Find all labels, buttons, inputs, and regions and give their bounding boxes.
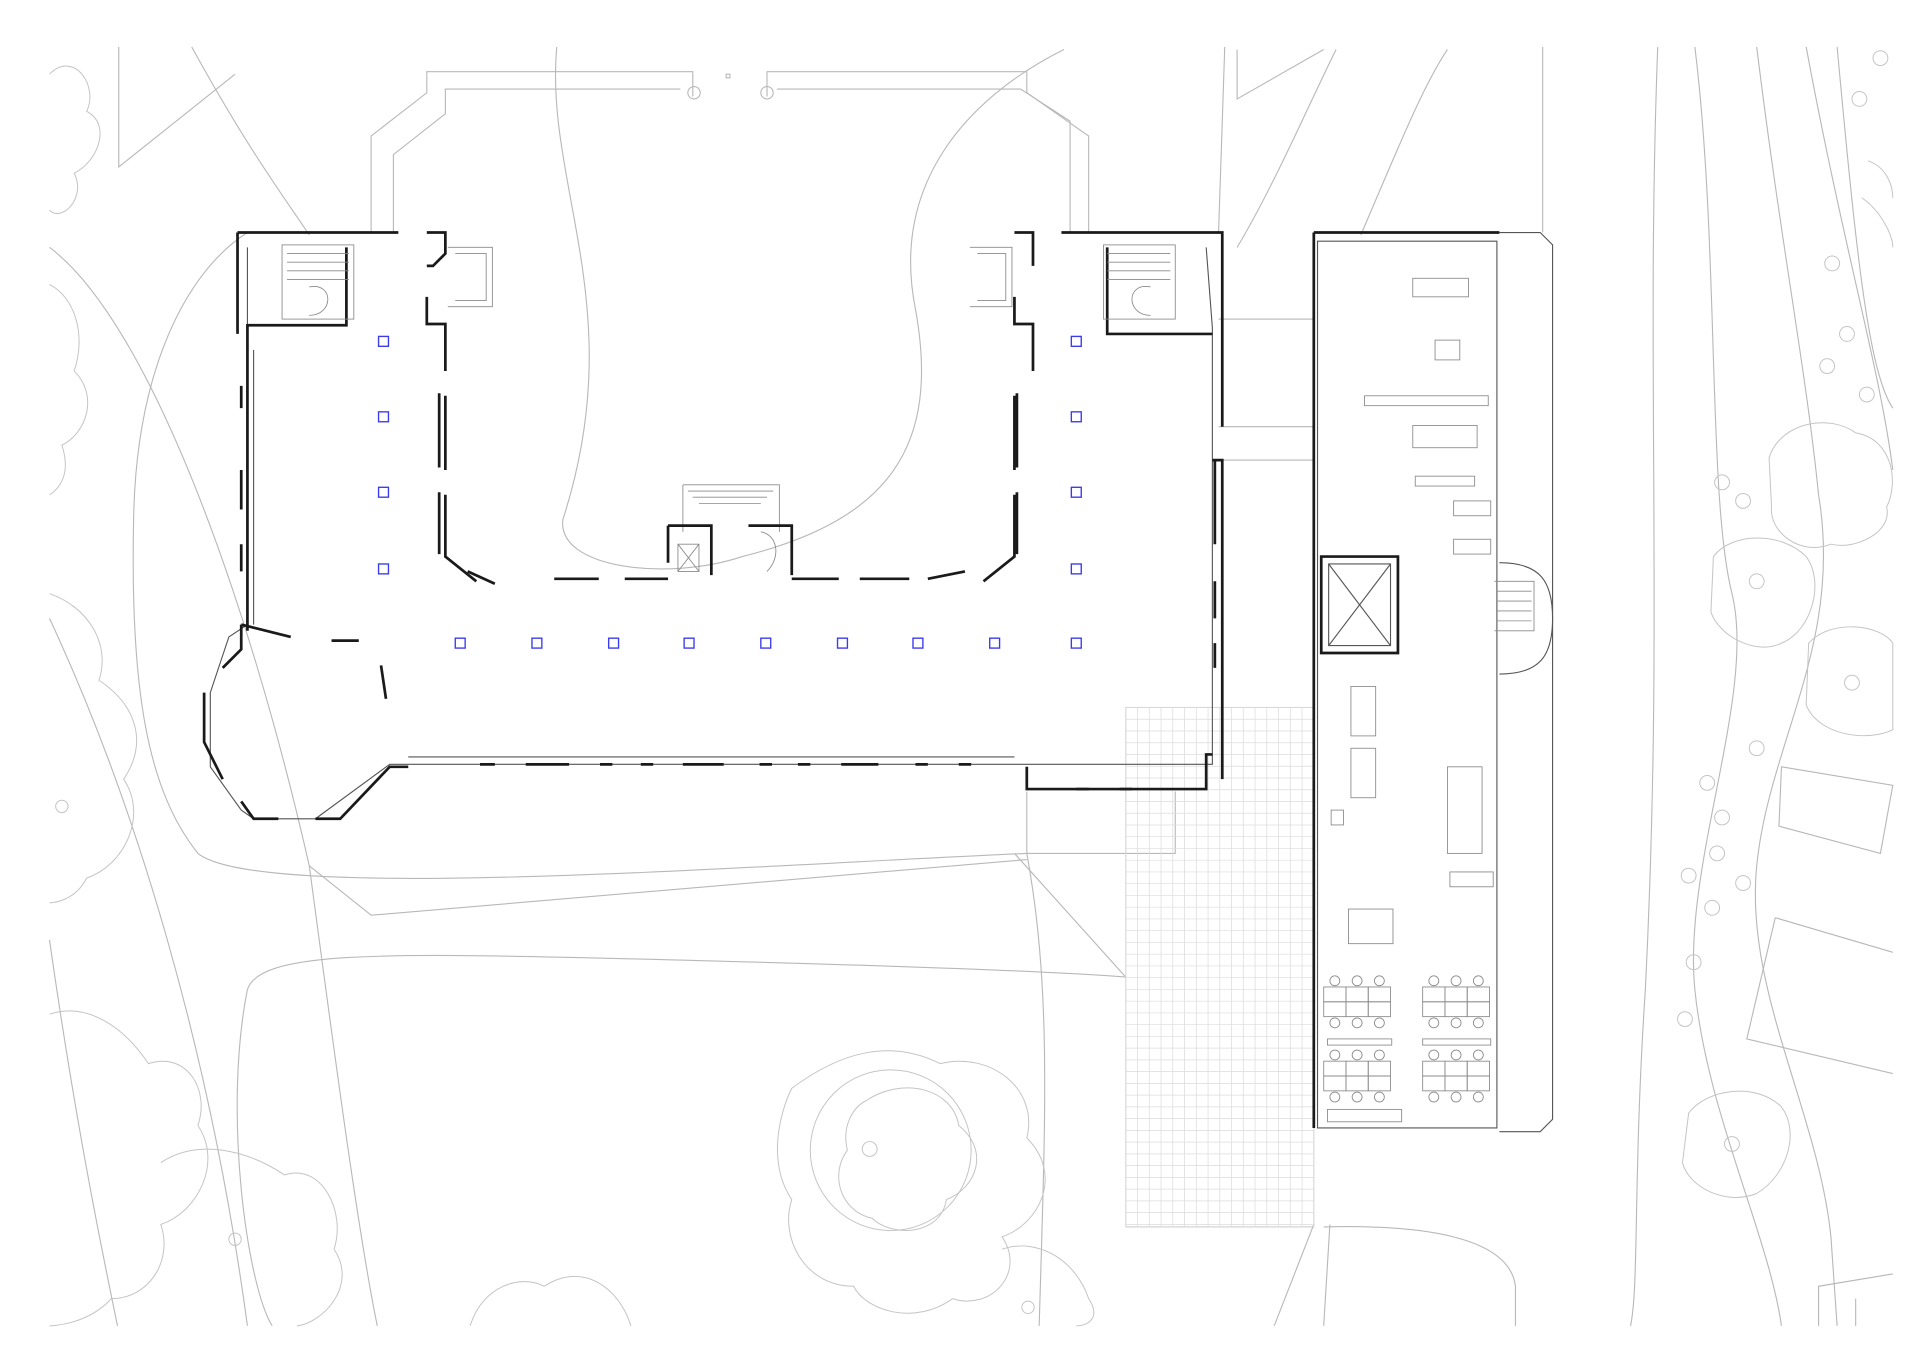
column-marker xyxy=(1070,563,1082,575)
desk xyxy=(1345,1075,1369,1092)
desk xyxy=(1466,1001,1490,1018)
annex-building xyxy=(1312,231,1554,1133)
chair xyxy=(1351,1049,1363,1061)
chair xyxy=(1329,1091,1341,1103)
tree-trunks xyxy=(55,50,1889,1314)
chair xyxy=(1329,1049,1341,1061)
column-marker xyxy=(1070,486,1082,498)
chair xyxy=(1472,1017,1484,1029)
desk xyxy=(1466,986,1490,1003)
column-marker xyxy=(377,411,390,423)
column-marker xyxy=(836,637,849,649)
desk xyxy=(1466,1060,1490,1077)
desk xyxy=(1323,1060,1347,1077)
chair xyxy=(1472,1091,1484,1103)
chair xyxy=(1450,1017,1462,1029)
column-marker xyxy=(1070,411,1082,423)
staircase-west xyxy=(281,244,355,320)
column-marker xyxy=(377,486,390,498)
chair xyxy=(1450,1049,1462,1061)
desk xyxy=(1367,1001,1391,1018)
desk xyxy=(1444,1001,1468,1018)
desk xyxy=(1422,1060,1446,1077)
desk xyxy=(1323,986,1347,1003)
chair xyxy=(1374,1091,1385,1103)
main-building xyxy=(202,231,1224,821)
chair xyxy=(1351,975,1363,987)
chair xyxy=(1472,975,1484,987)
desk xyxy=(1444,1060,1468,1077)
desk xyxy=(1466,1075,1490,1092)
staircase-east xyxy=(1103,244,1176,320)
desk xyxy=(1367,1060,1391,1077)
site-lines xyxy=(48,46,1894,1327)
column-marker xyxy=(1070,637,1082,649)
column-marker xyxy=(531,637,543,649)
chair xyxy=(1329,1017,1341,1029)
chair xyxy=(1351,1017,1363,1029)
chair xyxy=(1428,975,1440,987)
desk xyxy=(1422,1001,1446,1018)
windows xyxy=(239,385,1217,791)
column-marker xyxy=(989,637,1001,649)
column-marker xyxy=(1070,335,1082,347)
column-marker xyxy=(760,637,772,649)
chair xyxy=(1450,975,1462,987)
chair xyxy=(1329,975,1341,987)
desk-clusters xyxy=(1323,975,1490,1103)
desk xyxy=(1422,1075,1446,1092)
column-marker xyxy=(377,563,390,575)
chair xyxy=(1428,1049,1440,1061)
chair xyxy=(1428,1017,1440,1029)
chair xyxy=(1351,1091,1363,1103)
column-marker xyxy=(377,335,390,347)
column-marker xyxy=(683,637,695,649)
column-marker xyxy=(607,637,620,649)
chair xyxy=(1428,1091,1440,1103)
chair xyxy=(1472,1049,1484,1061)
desk xyxy=(1323,1001,1347,1018)
column-marker xyxy=(454,637,466,649)
chair xyxy=(1450,1091,1462,1103)
chair xyxy=(1374,1049,1385,1061)
terrace-paving xyxy=(1125,706,1315,1228)
vegetation xyxy=(49,50,1894,1327)
desk xyxy=(1345,1001,1369,1018)
column-markers xyxy=(377,335,1082,649)
column-marker xyxy=(912,637,924,649)
entrance-steps xyxy=(447,246,1013,576)
desk xyxy=(1367,1075,1391,1092)
chair xyxy=(1374,975,1385,987)
desk xyxy=(1345,1060,1369,1077)
desk xyxy=(1323,1075,1347,1092)
desk xyxy=(1345,986,1369,1003)
desk xyxy=(1444,1075,1468,1092)
desk xyxy=(1367,986,1391,1003)
desk xyxy=(1422,986,1446,1003)
desk xyxy=(1444,986,1468,1003)
annex-furniture xyxy=(1326,277,1494,1123)
chair xyxy=(1374,1017,1385,1029)
